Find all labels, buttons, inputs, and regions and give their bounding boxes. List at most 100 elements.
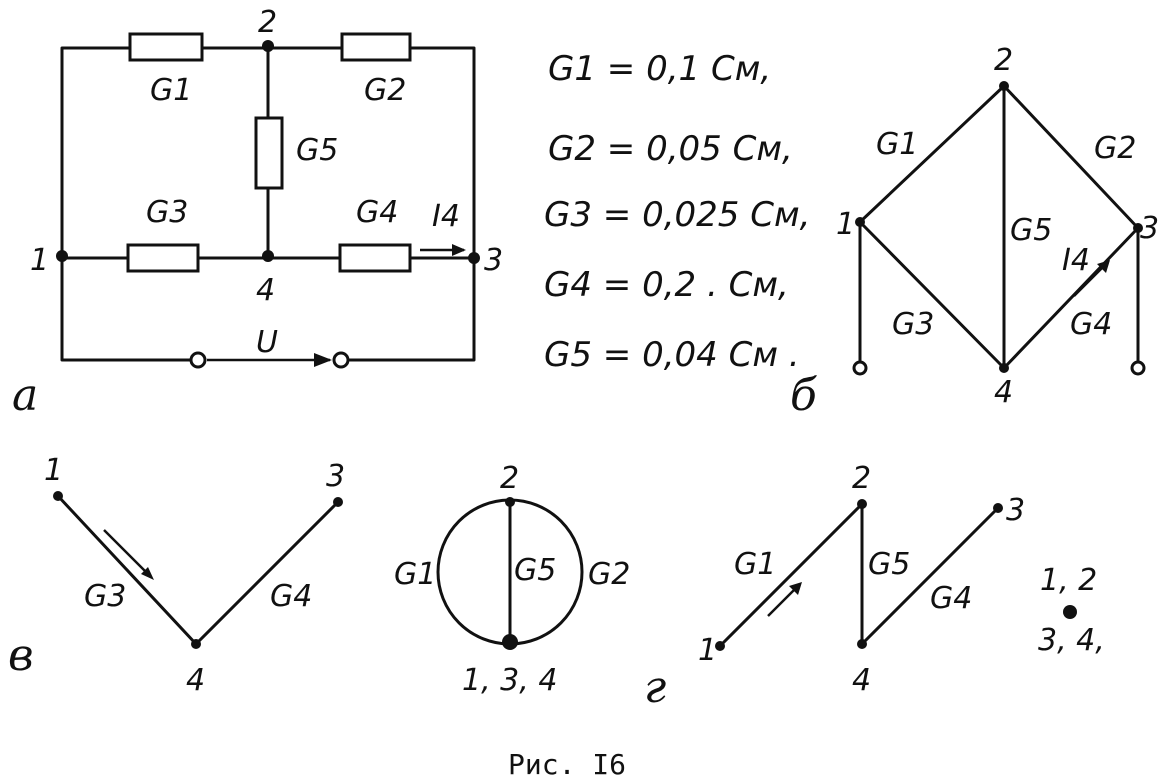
node-g-label-1: 1 [698,633,717,668]
current-arrow-v [103,529,151,577]
node-4 [262,250,274,262]
edge-b-label-g4: G4 [1070,307,1112,342]
node-b-2 [999,81,1009,91]
voltage-label-u: U [256,325,278,360]
node-g-3 [993,503,1003,513]
panel-circle-graph: 2 1, 3, 4 G1 G5 G2 [394,461,630,698]
edge-g-label-g1: G1 [734,547,776,582]
edge-g4 [1002,226,1140,370]
node-g-2 [857,499,867,509]
node-v-label-4: 4 [186,663,205,698]
terminal-left [189,351,207,369]
conductance-values: G1 = 0,1 См, G2 = 0,05 См, G3 = 0,025 См… [544,49,810,375]
terminal-right [332,351,350,369]
wire-top-left [60,46,132,257]
current-arrow-g-head [789,582,802,595]
edge-b-label-g2: G2 [1094,131,1136,166]
res-label-g5: G5 [296,133,338,168]
resistor-g5 [254,116,284,190]
wire-top-right [408,46,476,260]
current-label-i4: I4 [432,199,460,234]
node-b-label-4: 4 [994,375,1013,410]
resistor-g3 [126,243,200,273]
node-label-3: 3 [484,243,503,278]
panel-a-circuit: 2 1 3 4 G1 G2 G5 G3 G4 I4 U a [12,5,503,421]
panel-v-graph: 1 3 4 G3 G4 в [8,453,345,698]
node-b-label-2: 2 [994,43,1013,78]
node-v-3 [333,497,343,507]
edge-v-label-g3: G3 [84,579,126,614]
node-circle-label-2: 2 [500,461,519,496]
resistor-g1 [128,32,204,62]
current-arrow-g [767,585,799,617]
edge-v-g4 [194,500,340,646]
node-b-4 [999,363,1009,373]
merged-label-bottom: 3, 4, [1038,623,1105,658]
edge-g1 [858,84,1006,224]
node-v-label-3: 3 [326,459,345,494]
panel-g-graph: 1 2 3 4 G1 G5 G4 г 1, 2 3, 4, [644,461,1105,713]
current-b-label-i4: I4 [1062,243,1090,278]
edge-g-g1 [718,502,864,648]
edge-b-label-g1: G1 [876,127,918,162]
res-label-g4: G4 [356,195,398,230]
current-arrow-b-head [1097,260,1110,273]
equation-g2: G2 = 0,05 См, [548,129,793,169]
edge-circle-label-g1: G1 [394,557,436,592]
node-g-label-2: 2 [852,461,871,496]
panel-b-graph: 2 1 3 4 G1 G2 G5 G3 G4 I4 б [790,43,1159,421]
edge-circle-label-g5: G5 [514,553,556,588]
wire-bottom [60,256,476,362]
figure-caption: Рис. I6 [508,748,626,778]
node-b-label-1: 1 [836,207,855,242]
node-g-label-4: 4 [852,663,871,698]
terminal-b-right [1130,360,1146,376]
edge-v-g3 [56,494,198,646]
edge-g-label-g4: G4 [930,581,972,616]
edge-b-label-g3: G3 [892,307,934,342]
edge-g-g4 [860,506,1000,646]
resistor-g2 [340,32,412,62]
edge-g-label-g5: G5 [868,547,910,582]
equation-g1: G1 = 0,1 См, [548,49,771,89]
node-g-1 [715,641,725,651]
res-label-g1: G1 [150,73,192,108]
equation-g4: G4 = 0,2 . См, [544,265,789,305]
res-label-g3: G3 [146,195,188,230]
panel-label-a: a [12,370,38,421]
node-circle-bottom [502,634,518,650]
node-b-1 [855,217,865,227]
node-g-label-3: 3 [1006,493,1025,528]
node-label-2: 2 [258,5,277,40]
node-circle-top [505,497,515,507]
edge-b-label-g5: G5 [1010,213,1052,248]
voltage-arrow-head [314,353,332,367]
node-v-4 [191,639,201,649]
edge-g2 [1002,84,1140,230]
node-b-3 [1133,223,1143,233]
panel-label-v: в [8,630,34,681]
node-label-1: 1 [30,243,49,278]
node-2 [262,40,274,52]
current-arrow-b [1073,263,1107,297]
node-v-label-1: 1 [44,453,63,488]
node-3 [468,252,480,264]
node-circle-label-134: 1, 3, 4 [462,663,557,698]
res-label-g2: G2 [364,73,406,108]
node-v-1 [53,491,63,501]
merged-label-top: 1, 2 [1040,563,1097,598]
edge-v-label-g4: G4 [270,579,312,614]
edge-circle-label-g2: G2 [588,557,630,592]
node-1 [56,250,68,262]
edge-g3 [858,220,1006,370]
panel-label-b: б [790,370,817,421]
node-g-4 [857,639,867,649]
current-arrow-head [452,244,466,256]
resistor-g4 [338,243,412,273]
terminal-b-left [852,360,868,376]
equation-g5: G5 = 0,04 См . [544,335,800,375]
node-b-label-3: 3 [1140,211,1159,246]
equation-g3: G3 = 0,025 См, [544,195,810,235]
panel-label-g: г [644,662,666,713]
